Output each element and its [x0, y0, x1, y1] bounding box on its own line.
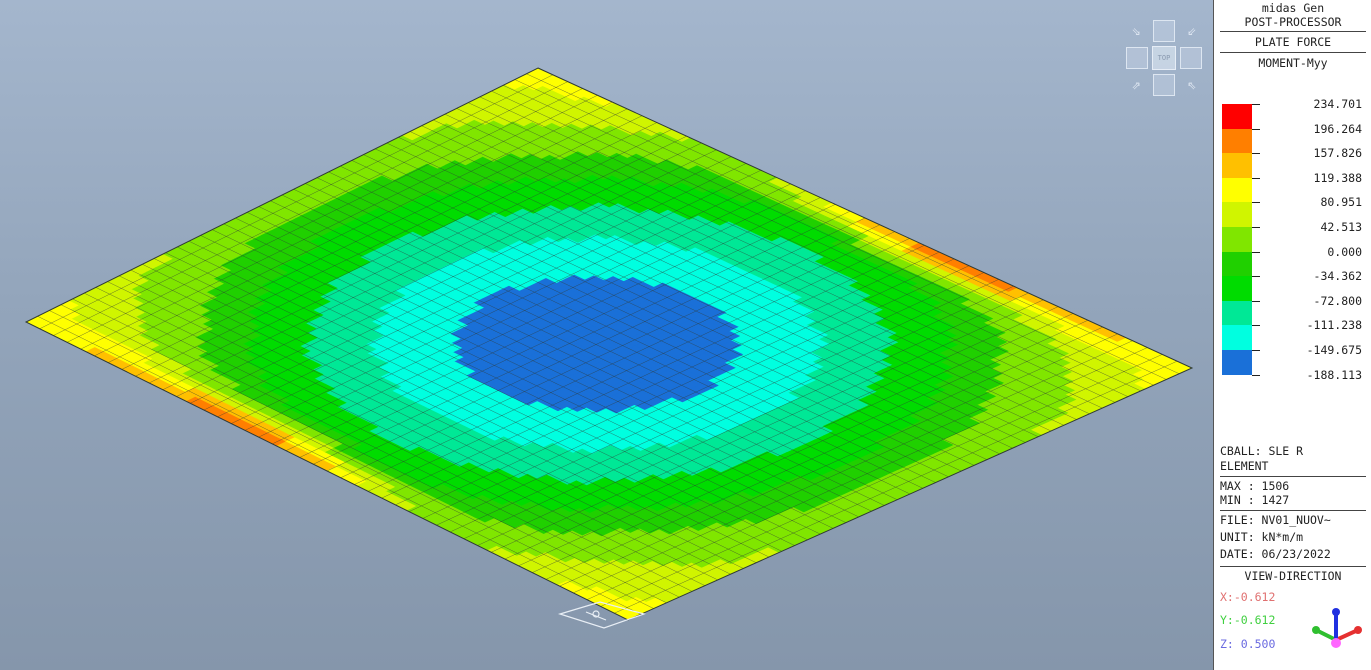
- element-label: ELEMENT: [1220, 459, 1269, 473]
- legend-value: -34.362: [1313, 269, 1362, 284]
- legend-swatch: [1222, 276, 1252, 301]
- module-name: POST-PROCESSOR: [1244, 15, 1342, 29]
- app-name: midas Gen: [1261, 1, 1325, 15]
- view-top-face[interactable]: TOP: [1152, 46, 1176, 70]
- divider: [1220, 566, 1366, 567]
- view-cube[interactable]: ⇘ ⇙ TOP ⇗ ⇖: [1126, 20, 1204, 96]
- result-component: MOMENT-Myy: [1258, 56, 1328, 70]
- view-iso-se-icon[interactable]: ⇖: [1187, 75, 1197, 93]
- legend-swatch: [1222, 202, 1252, 227]
- file-name: FILE: NV01_NUOV~: [1220, 513, 1331, 527]
- divider: [1220, 476, 1366, 477]
- legend-swatch: [1222, 300, 1252, 326]
- legend-swatch: [1222, 153, 1252, 178]
- global-axis-triad-icon: [1312, 608, 1362, 648]
- legend-value: -149.675: [1306, 343, 1362, 357]
- axis-origin: [1331, 638, 1341, 648]
- axis-y-arrow-head: [1312, 626, 1320, 634]
- max-element: MAX : 1506: [1220, 479, 1290, 493]
- view-back-face[interactable]: [1153, 20, 1175, 42]
- axis-z-arrow-head: [1332, 608, 1340, 616]
- model-viewport[interactable]: ⇘ ⇙ TOP ⇗ ⇖: [0, 0, 1213, 670]
- load-case: CBALL: SLE R: [1220, 444, 1304, 458]
- divider: [1220, 510, 1366, 511]
- legend-swatch: [1222, 251, 1252, 277]
- legend-value: -72.800: [1313, 293, 1362, 308]
- legend-value: 234.701: [1313, 97, 1362, 111]
- result-legend-panel: midas Gen POST-PROCESSOR PLATE FORCE MOM…: [1213, 0, 1371, 670]
- legend-value: 80.951: [1320, 195, 1362, 210]
- legend-value: -111.238: [1306, 318, 1362, 333]
- legend-swatch: [1222, 177, 1252, 203]
- divider: [1220, 52, 1366, 53]
- view-front-face[interactable]: [1153, 74, 1175, 96]
- legend-swatch: [1222, 227, 1252, 252]
- view-iso-ne-icon[interactable]: ⇙: [1187, 21, 1197, 39]
- plate-contour-plot[interactable]: [0, 0, 1213, 670]
- result-type: PLATE FORCE: [1254, 35, 1332, 49]
- myy-contour-fill: [26, 68, 1192, 620]
- legend-value: 157.826: [1313, 146, 1362, 161]
- view-right-face[interactable]: [1180, 47, 1202, 69]
- unit-label: UNIT: kN*m/m: [1220, 530, 1304, 544]
- view-iso-nw-icon[interactable]: ⇘: [1131, 21, 1141, 39]
- axis-x-arrow-head: [1354, 626, 1362, 634]
- view-iso-sw-icon[interactable]: ⇗: [1131, 75, 1141, 93]
- legend-value: 196.264: [1313, 121, 1362, 136]
- legend-swatch: [1222, 128, 1252, 154]
- legend-swatch: [1222, 104, 1252, 129]
- view-left-face[interactable]: [1126, 47, 1148, 69]
- view-direction-title: VIEW-DIRECTION: [1244, 569, 1342, 583]
- legend-value: -188.113: [1306, 367, 1362, 382]
- legend-value: 42.513: [1320, 220, 1362, 234]
- legend-swatch: [1222, 350, 1252, 375]
- legend-value: 0.000: [1327, 244, 1362, 259]
- legend-swatch: [1222, 325, 1252, 350]
- divider: [1220, 31, 1366, 32]
- legend-value: 119.388: [1313, 170, 1362, 185]
- min-element: MIN : 1427: [1220, 493, 1290, 507]
- date-label: DATE: 06/23/2022: [1220, 547, 1331, 561]
